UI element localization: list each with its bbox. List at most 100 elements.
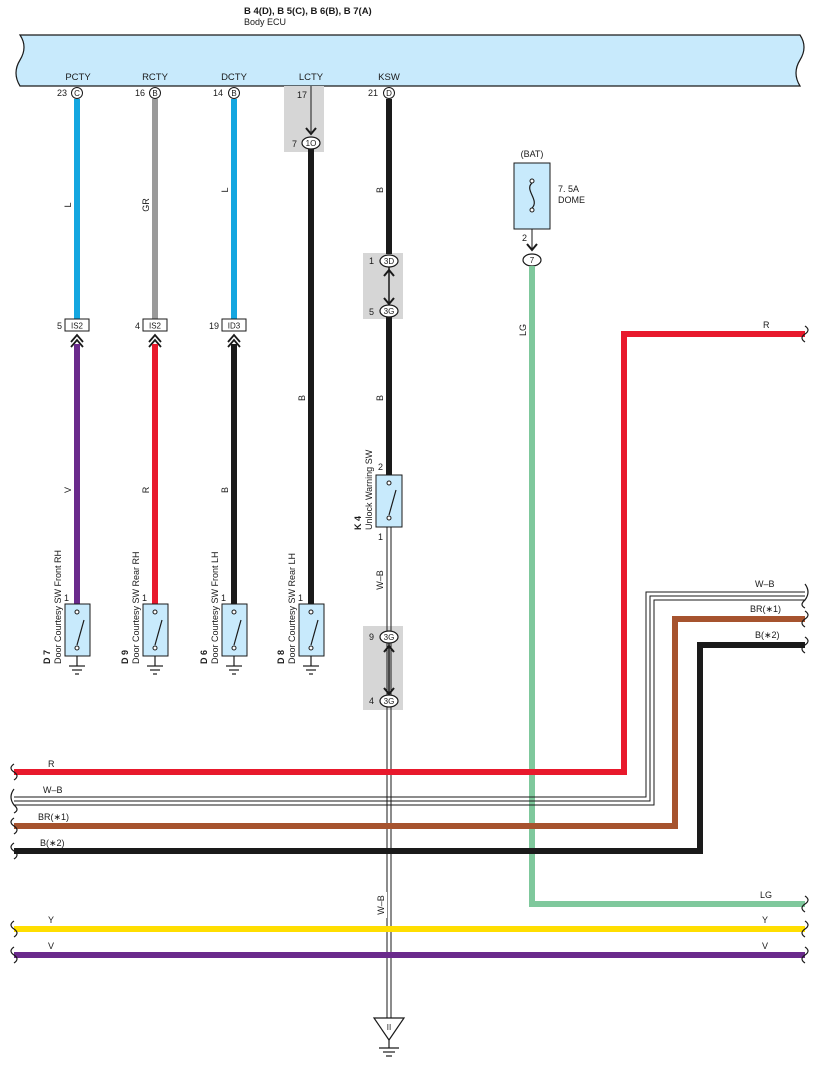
svg-text:1: 1	[378, 532, 383, 542]
wire-label-l-1: L	[63, 202, 73, 207]
svg-text:19: 19	[209, 321, 219, 331]
svg-text:C: C	[74, 89, 80, 98]
wire-label-wb-1: W–B	[375, 570, 385, 590]
break-marks-left	[10, 763, 18, 964]
svg-text:4: 4	[135, 321, 140, 331]
svg-text:1: 1	[298, 593, 303, 603]
svg-text:5: 5	[369, 307, 374, 317]
svg-text:7: 7	[530, 256, 535, 265]
svg-text:3G: 3G	[384, 697, 395, 706]
door-courtesy-sw-front-lh: 1	[221, 593, 248, 675]
wire-label-lg: LG	[518, 324, 528, 336]
wire-bus-red	[14, 331, 805, 775]
ground-symbol	[372, 1017, 406, 1057]
pin-ksw: 21	[368, 88, 378, 98]
unlock-sw-code: K 4	[353, 516, 363, 530]
ground-label: II	[387, 1023, 391, 1032]
bus-label-wb-right: W–B	[755, 579, 775, 589]
junction-3d: 1 3D	[369, 254, 399, 268]
svg-text:3G: 3G	[384, 307, 395, 316]
pin-lcty: 17	[297, 90, 307, 100]
fuse-bat-label: (BAT)	[521, 149, 544, 159]
svg-text:D: D	[386, 89, 392, 98]
unlock-warning-sw: 2 1	[375, 462, 403, 542]
bus-label-v-right: V	[762, 941, 768, 951]
bus-label-y-right: Y	[762, 915, 768, 925]
switch-code-d8: D 8	[276, 650, 286, 664]
wire-label-b-ksw-2: B	[375, 395, 385, 401]
door-courtesy-sw-rear-lh: 1	[298, 593, 325, 675]
svg-text:1O: 1O	[306, 139, 317, 148]
fuse-dome	[513, 162, 551, 230]
connector-c-marker: C	[71, 87, 83, 99]
bus-label-b-left: B(∗2)	[40, 838, 65, 848]
svg-text:B: B	[231, 89, 236, 98]
svg-text:4: 4	[369, 696, 374, 706]
switch-code-d9: D 9	[120, 650, 130, 664]
connector-b-marker: B	[149, 87, 161, 99]
connector-is2-b: 4 IS2	[135, 318, 168, 348]
switch-name-rear-rh: Door Courtesy SW Rear RH	[131, 551, 141, 664]
bus-label-br-left: BR(∗1)	[38, 812, 69, 822]
switch-name-front-rh: Door Courtesy SW Front RH	[53, 550, 63, 664]
signal-lcty-label: LCTY	[299, 72, 324, 83]
connector-b-marker-2: B	[228, 87, 240, 99]
break-marks-right	[801, 325, 809, 964]
wire-label-wb-2: W–B	[376, 895, 386, 915]
svg-text:IS2: IS2	[149, 322, 162, 331]
fuse-connector: 7	[522, 253, 542, 267]
wire-label-gr: GR	[141, 198, 151, 212]
bus-label-r-left: R	[48, 759, 55, 769]
svg-text:IS2: IS2	[71, 322, 84, 331]
door-courtesy-sw-front-rh: 1	[64, 593, 91, 675]
unlock-sw-name: Unlock Warning SW	[364, 449, 374, 530]
bus-label-wb-left: W–B	[43, 785, 63, 795]
connector-id3: 19 ID3	[209, 318, 247, 348]
fuse-rating: 7. 5A	[558, 184, 579, 194]
junction-1o: 7 1O	[292, 127, 321, 150]
pin-rcty: 16	[135, 88, 145, 98]
signal-dcty-label: DCTY	[221, 72, 248, 83]
bus-label-lg-right: LG	[760, 890, 772, 900]
switch-name-front-lh: Door Courtesy SW Front LH	[210, 551, 220, 664]
wb-label-bg	[378, 892, 387, 918]
svg-text:1: 1	[221, 593, 226, 603]
signal-ksw-label: KSW	[378, 72, 400, 83]
fuse-name: DOME	[558, 195, 585, 205]
body-ecu-box	[15, 34, 805, 87]
wire-label-l-2: L	[220, 187, 230, 192]
ecu-connectors-label: B 4(D), B 5(C), B 6(B), B 7(A)	[244, 6, 372, 17]
svg-text:3D: 3D	[384, 257, 394, 266]
bus-label-br-right: BR(∗1)	[750, 604, 781, 614]
fuse-arrow	[526, 243, 538, 252]
svg-text:2: 2	[378, 462, 383, 472]
bus-label-y-left: Y	[48, 915, 54, 925]
svg-text:9: 9	[369, 632, 374, 642]
bus-label-r-right: R	[763, 320, 770, 330]
bus-label-v-left: V	[48, 941, 54, 951]
fuse-pin: 2	[522, 233, 527, 243]
wire-label-b-front-lh: B	[220, 487, 230, 493]
svg-text:3G: 3G	[384, 633, 395, 642]
switch-name-rear-lh: Door Courtesy SW Rear LH	[287, 553, 297, 664]
wire-bus-brown	[14, 616, 805, 829]
svg-text:ID3: ID3	[228, 322, 241, 331]
wire-label-v: V	[63, 487, 73, 493]
svg-text:7: 7	[292, 139, 297, 149]
ecu-name-label: Body ECU	[244, 17, 286, 27]
wire-label-b-lcty: B	[297, 395, 307, 401]
svg-text:5: 5	[57, 321, 62, 331]
signal-pcty-label: PCTY	[65, 72, 91, 83]
pin-dcty: 14	[213, 88, 223, 98]
switch-code-d6: D 6	[199, 650, 209, 664]
wire-bus-wb	[14, 591, 805, 806]
svg-text:1: 1	[142, 593, 147, 603]
switch-code-d7: D 7	[42, 650, 52, 664]
wire-bus-black	[14, 642, 805, 854]
signal-rcty-label: RCTY	[142, 72, 169, 83]
junction-3g-mid: 9 3G	[369, 630, 399, 644]
connector-is2-a: 5 IS2	[57, 318, 90, 348]
svg-text:B: B	[152, 89, 157, 98]
wire-label-b-ksw: B	[375, 187, 385, 193]
junction-3g-top: 5 3G	[369, 304, 399, 318]
